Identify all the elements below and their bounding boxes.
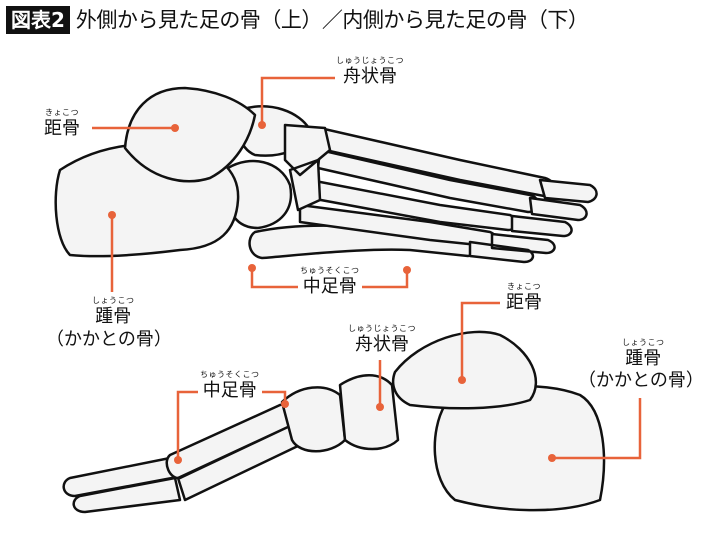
bottom-metatarsals [165, 403, 302, 502]
label-top-metatarsal: ちゅうそくこつ 中足骨 [300, 266, 360, 297]
label-bottom-talus: きょこつ 距骨 [506, 282, 542, 313]
bottom-toes [62, 456, 182, 514]
label-top-talus: きょこつ 距骨 [44, 108, 80, 139]
label-bottom-navicular: しゅうじょうこつ 舟状骨 [348, 324, 416, 355]
label-top-calcaneus-note: （かかとの骨） [46, 329, 172, 350]
figure-title-text: 外側から見た足の骨（上）／内側から見た足の骨（下） [75, 8, 589, 32]
bottom-talus [391, 330, 538, 410]
label-top-navicular: しゅうじょうこつ 舟状骨 [336, 56, 404, 87]
figure-title: 図表2 外側から見た足の骨（上）／内側から見た足の骨（下） [6, 6, 589, 34]
top-cuneiforms [283, 123, 332, 212]
top-foot-illustration [54, 86, 598, 264]
label-top-calcaneus: しょうこつ 踵骨 [92, 296, 135, 327]
label-bottom-calcaneus-note: （かかとの骨） [578, 370, 704, 391]
top-talus [123, 86, 257, 183]
bottom-navicular [338, 374, 400, 451]
label-bottom-metatarsal: ちゅうそくこつ 中足骨 [200, 370, 260, 401]
bottom-foot-illustration [62, 330, 606, 514]
label-bottom-calcaneus: しょうこつ 踵骨 [622, 338, 665, 369]
leader-lines [92, 76, 642, 464]
figure-badge: 図表2 [6, 6, 70, 34]
top-toes [468, 178, 598, 264]
